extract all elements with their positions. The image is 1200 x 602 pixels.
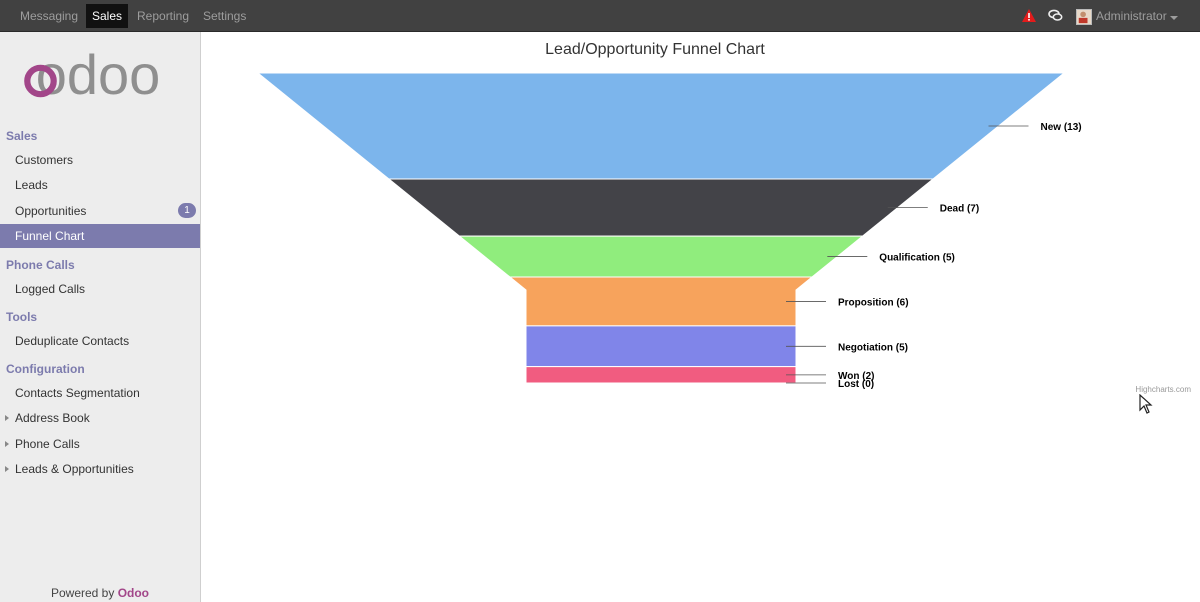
odoo-logo: odoo — [24, 48, 161, 106]
data-label-new: New (13) — [1041, 122, 1082, 133]
avatar[interactable] — [1076, 9, 1092, 25]
powered-by-text: Powered by — [50, 586, 115, 600]
menu-sales[interactable]: Sales — [86, 4, 129, 28]
data-label-dead: Dead (7) — [940, 204, 979, 215]
data-label-negotiation: Negotiation (5) — [838, 342, 908, 353]
funnel-segment-won[interactable] — [525, 366, 797, 384]
powered-by-brand-link[interactable]: Odoo — [117, 586, 150, 600]
chart-credits[interactable]: Highcharts.com — [1135, 385, 1191, 394]
menu-reporting[interactable]: Reporting — [137, 9, 190, 23]
funnel-segment-new[interactable] — [256, 72, 1066, 180]
sidebar-item-funnel-chart[interactable]: Funnel Chart — [0, 224, 200, 248]
powered-by: Powered by Odoo — [0, 586, 200, 600]
expand-triangle-icon[interactable] — [5, 441, 9, 447]
chat-icon[interactable] — [1048, 9, 1063, 22]
sidebar-item-opportunities[interactable]: Opportunities 1 — [0, 199, 200, 223]
chart-title: Lead/Opportunity Funnel Chart — [545, 41, 765, 58]
section-phone-calls: Phone Calls — [6, 258, 75, 272]
caret-down-icon[interactable] — [1170, 16, 1178, 20]
sidebar-item-phone-calls[interactable]: Phone Calls — [0, 432, 200, 456]
user-menu[interactable]: Administrator — [1096, 9, 1167, 23]
sidebar-item-leads-opportunities[interactable]: Leads & Opportunities — [0, 457, 200, 481]
sidebar-item-label: Leads & Opportunities — [15, 462, 134, 476]
sidebar-item-label: Phone Calls — [15, 437, 80, 451]
alert-icon[interactable] — [1022, 9, 1036, 22]
count-badge: 1 — [178, 203, 196, 218]
sidebar-item-leads[interactable]: Leads — [15, 178, 48, 192]
logo-text: odoo — [36, 48, 161, 106]
sidebar: odoo Sales Customers Leads Opportunities… — [0, 32, 201, 602]
section-configuration: Configuration — [6, 362, 85, 376]
data-label-lost: Lost (0) — [838, 379, 874, 390]
data-label-won: Won (2) — [838, 371, 874, 382]
section-sales: Sales — [6, 129, 38, 143]
main-content: Lead/Opportunity Funnel Chart New (13) De… — [201, 32, 1200, 602]
section-tools: Tools — [6, 310, 38, 324]
sidebar-item-address-book[interactable]: Address Book — [0, 406, 200, 430]
expand-triangle-icon[interactable] — [5, 466, 9, 472]
expand-triangle-icon[interactable] — [5, 415, 9, 421]
sidebar-item-deduplicate-contacts[interactable]: Deduplicate Contacts — [15, 334, 130, 348]
menu-settings[interactable]: Settings — [203, 9, 247, 23]
mouse-cursor-icon — [1139, 394, 1153, 414]
sidebar-item-label: Opportunities — [15, 204, 87, 218]
data-label-proposition: Proposition (6) — [838, 297, 909, 308]
funnel-chart: Lead/Opportunity Funnel Chart New (13) De… — [256, 41, 1191, 394]
sidebar-item-logged-calls[interactable]: Logged Calls — [15, 282, 86, 296]
funnel-layer: New (13) Dead (7) Qualification (5) Proposi… — [256, 72, 1082, 390]
menu-messaging[interactable]: Messaging — [20, 9, 79, 23]
funnel-segment-proposition[interactable] — [508, 276, 814, 327]
top-menu-bar: Messaging Sales Reporting Settings Admin… — [0, 0, 1200, 32]
sidebar-item-contacts-segmentation[interactable]: Contacts Segmentation — [15, 386, 140, 400]
data-label-qualification: Qualification (5) — [879, 253, 955, 264]
sidebar-item-customers[interactable]: Customers — [15, 153, 74, 167]
funnel-segment-negotiation[interactable] — [525, 325, 797, 368]
funnel-segment-dead[interactable] — [387, 178, 935, 237]
funnel-segment-qualification[interactable] — [458, 235, 864, 278]
sidebar-item-label: Address Book — [15, 411, 90, 425]
